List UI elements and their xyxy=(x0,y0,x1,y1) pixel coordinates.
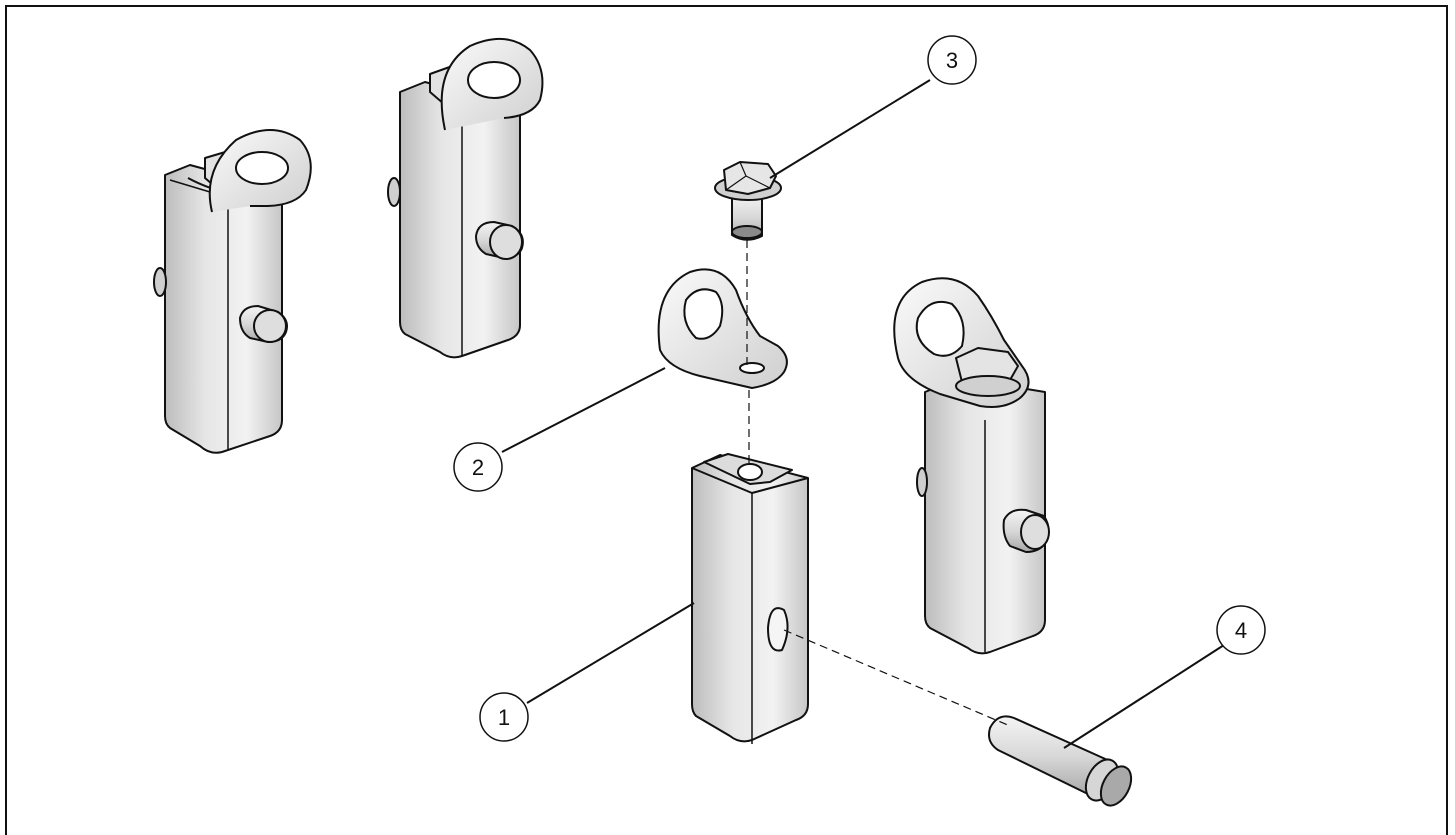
callout-4-label: 4 xyxy=(1235,618,1247,643)
callout-4: 4 xyxy=(1216,605,1266,655)
assembled-post-left xyxy=(153,129,312,454)
assembled-post-middle xyxy=(387,37,544,359)
clevis-pin-part-4 xyxy=(988,715,1133,807)
callout-1-label: 1 xyxy=(498,705,510,730)
flange-bolt-part-3 xyxy=(714,161,782,241)
diagram-frame xyxy=(5,5,1448,835)
eye-plate-part-2 xyxy=(657,268,788,389)
assembled-post-right xyxy=(893,277,1050,655)
square-tube-part-1 xyxy=(691,453,809,744)
callout-3: 3 xyxy=(927,35,977,85)
leader-lines xyxy=(501,79,1225,749)
callout-2: 2 xyxy=(453,442,503,492)
callout-3-label: 3 xyxy=(946,48,958,73)
callout-1: 1 xyxy=(479,692,529,742)
assembly-center-lines xyxy=(746,240,1011,727)
callout-2-label: 2 xyxy=(472,455,484,480)
